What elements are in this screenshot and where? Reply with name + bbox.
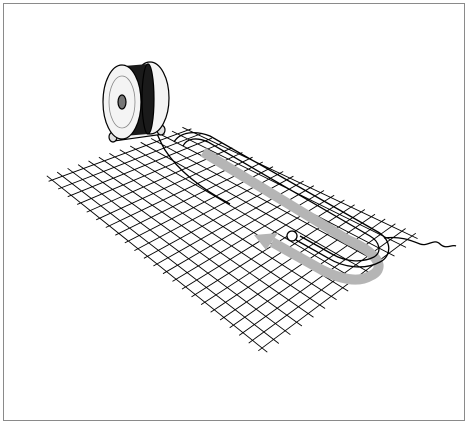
mesh-wire — [191, 199, 345, 298]
mesh-wire — [162, 185, 315, 275]
mesh-wire — [77, 142, 223, 205]
mesh-wire — [200, 204, 355, 305]
direction-arrow — [200, 147, 384, 285]
mesh-wire — [229, 218, 386, 329]
cable-reel — [102, 61, 170, 143]
mesh-wire — [67, 137, 212, 198]
mesh-wire — [57, 133, 202, 190]
cable-clip — [286, 230, 298, 242]
figure-frame — [3, 3, 465, 421]
mesh-wire — [258, 232, 417, 352]
mesh-wire — [238, 223, 396, 336]
mesh-wire — [48, 128, 192, 182]
mesh-wire — [219, 213, 376, 321]
mesh-wire — [210, 209, 366, 313]
mesh-wire — [172, 190, 325, 282]
reinforcement-mesh — [46, 126, 418, 353]
